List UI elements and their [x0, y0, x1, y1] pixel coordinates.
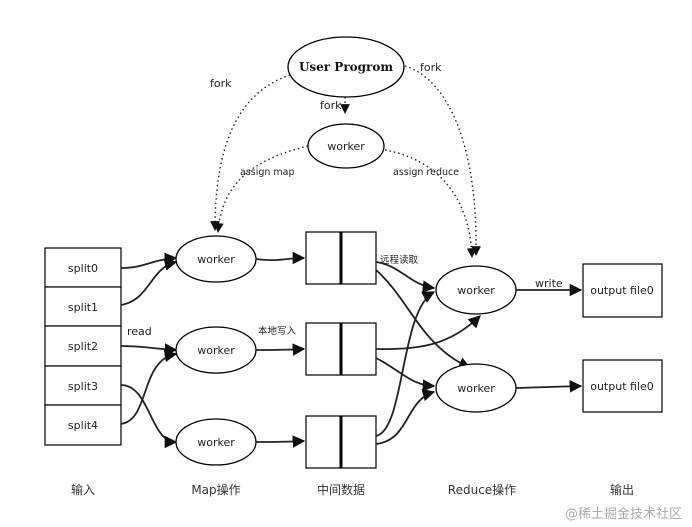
local-write-label: 本地写入 — [258, 325, 297, 337]
fork-label-right: fork — [420, 61, 442, 74]
edge-map-inter — [255, 343, 306, 356]
column-label-intermediate: 中间数据 — [317, 482, 365, 497]
assign-map-edge — [213, 145, 309, 233]
user-program-label: User Progrom — [299, 60, 393, 74]
master-worker-label: worker — [327, 140, 365, 153]
assign-reduce-label: assign reduce — [393, 167, 459, 178]
split-box — [44, 365, 122, 406]
fork-label-left: fork — [210, 77, 232, 90]
read-label: read — [127, 325, 152, 338]
map-worker-label: worker — [197, 344, 235, 357]
edge-reduce-output — [515, 380, 583, 393]
edge-inter-reduce — [375, 269, 472, 369]
output-file-box — [582, 359, 663, 413]
map-worker-label: worker — [197, 436, 235, 449]
output-file-label: output file0 — [590, 284, 654, 297]
edge-split1-map — [120, 258, 178, 306]
column-label-map: Map操作 — [191, 482, 240, 497]
output-file-box — [582, 263, 663, 318]
edge-inter-reduce — [375, 261, 436, 293]
watermark-text: @稀土掘金技术社区 — [565, 506, 682, 522]
remote-read-label: 远程读取 — [380, 254, 419, 266]
fork-edge-right — [404, 65, 482, 256]
split-box — [44, 404, 122, 446]
edge-split2-map — [120, 343, 178, 356]
split-label: split4 — [68, 419, 98, 432]
master-worker-node — [307, 123, 385, 169]
edge-split0-map — [120, 252, 178, 269]
edge-inter-reduce — [375, 388, 436, 445]
assign-reduce-edge — [384, 149, 477, 258]
edge-map-inter — [255, 435, 306, 448]
column-label-output: 输出 — [610, 482, 634, 497]
split-box — [44, 325, 122, 367]
input-splits: split0 split1 split2 split3 split4 — [44, 247, 122, 446]
edge-split3-map — [120, 384, 178, 449]
column-label-input: 输入 — [71, 482, 95, 497]
split-label: split3 — [68, 380, 98, 393]
split-label: split1 — [68, 301, 98, 314]
output-file-label: output file0 — [590, 380, 654, 393]
edge-map-inter — [255, 251, 306, 265]
column-label-reduce: Reduce操作 — [448, 482, 516, 497]
fork-edge-left — [210, 74, 291, 231]
fork-label-mid: fork — [320, 99, 342, 112]
user-program-node — [287, 36, 405, 98]
edge-inter-reduce — [375, 357, 436, 392]
assign-map-label: assign map — [240, 167, 295, 178]
map-worker-label: worker — [197, 253, 235, 266]
edge-inter-reduce — [375, 291, 436, 437]
intermediate-data — [305, 231, 377, 469]
split-box — [44, 286, 122, 327]
reduce-worker-label: worker — [457, 382, 495, 395]
reduce-worker-label: worker — [457, 284, 495, 297]
edge-split4-map — [120, 349, 178, 425]
split-label: split0 — [68, 262, 98, 275]
split-label: split2 — [68, 340, 98, 353]
edge-inter-reduce — [375, 315, 481, 351]
write-label: write — [535, 277, 563, 290]
